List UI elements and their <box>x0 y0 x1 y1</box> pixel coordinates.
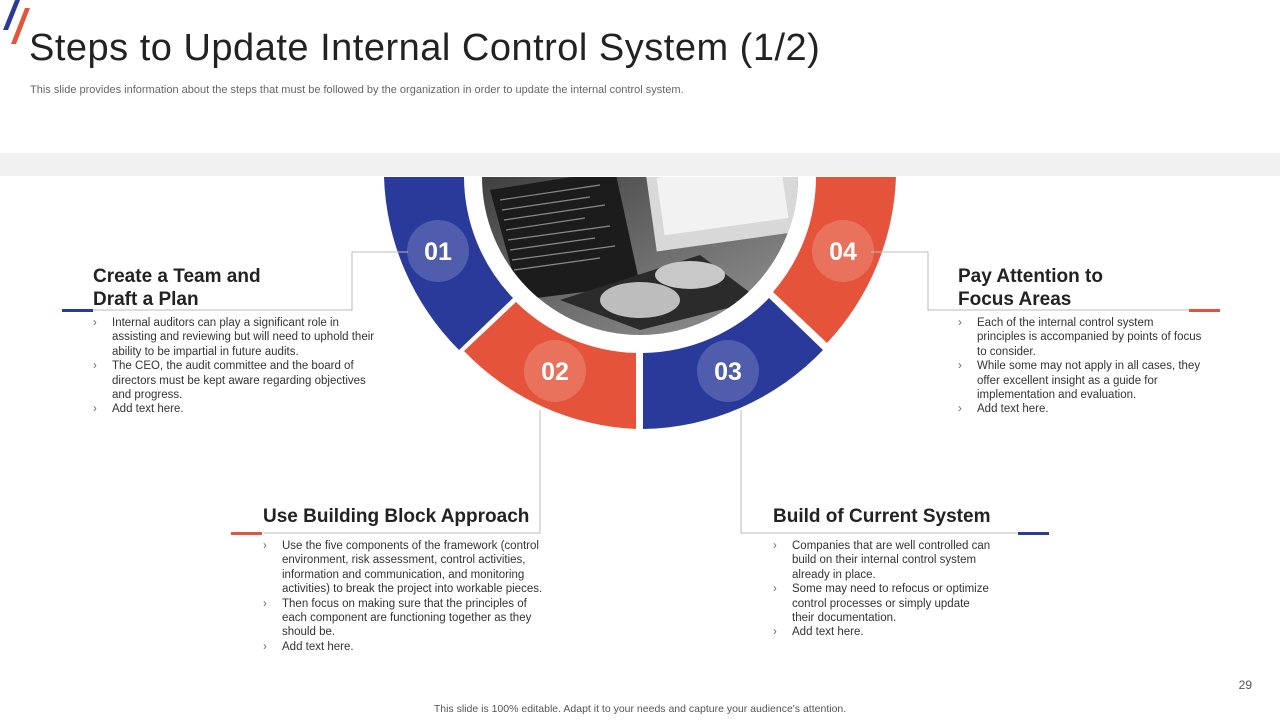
list-item: Add text here. <box>93 402 375 417</box>
page-number: 29 <box>1238 678 1252 692</box>
step-02-heading: Use Building Block Approach <box>263 506 530 527</box>
step-number-03: 03 <box>714 358 742 386</box>
connector-04 <box>871 251 1190 311</box>
segment-02 <box>464 302 636 429</box>
step-04-heading-line2: Focus Areas <box>958 289 1072 310</box>
list-item: While some may not apply in all cases, t… <box>958 359 1203 402</box>
connector-01 <box>93 251 408 311</box>
footer-note: This slide is 100% editable. Adapt it to… <box>433 703 847 715</box>
list-item: Then focus on making sure that the princ… <box>263 597 548 640</box>
list-item: The CEO, the audit committee and the boa… <box>93 359 375 402</box>
step-03-bullets: Companies that are well controlled can b… <box>773 539 995 640</box>
list-item: Internal auditors can play a significant… <box>93 316 375 359</box>
list-item: Use the five components of the framework… <box>263 539 548 597</box>
list-item: Add text here. <box>263 640 548 655</box>
step-01-heading-line2: Draft a Plan <box>93 289 199 310</box>
segment-01 <box>384 177 513 350</box>
step-number-01: 01 <box>424 238 452 266</box>
step-03-heading: Build of Current System <box>773 506 991 527</box>
step-01-heading-line1: Create a Team and <box>93 266 261 287</box>
step-04-bullets: Each of the internal control system prin… <box>958 316 1203 417</box>
list-item: Companies that are well controlled can b… <box>773 539 995 582</box>
list-item: Each of the internal control system prin… <box>958 316 1203 359</box>
brand-logo-icon <box>3 0 30 44</box>
step-04-heading-line1: Pay Attention to <box>958 266 1103 287</box>
step-04-heading: Pay Attention to Focus Areas <box>958 265 1103 311</box>
page-subtitle: This slide provides information about th… <box>30 84 684 96</box>
list-item: Add text here. <box>773 625 995 640</box>
badge-01 <box>407 220 469 282</box>
connector-03 <box>740 410 1018 534</box>
step-number-02: 02 <box>541 358 569 386</box>
badge-03 <box>697 340 759 402</box>
accent-bar-04 <box>1189 309 1220 312</box>
segment-04 <box>773 177 896 343</box>
accent-bar-03 <box>1018 532 1049 535</box>
list-item: Some may need to refocus or optimize con… <box>773 582 995 625</box>
list-item: Add text here. <box>958 402 1203 417</box>
step-number-04: 04 <box>829 238 857 266</box>
step-02-bullets: Use the five components of the framework… <box>263 539 548 655</box>
step-01-heading: Create a Team and Draft a Plan <box>93 265 261 311</box>
segment-03 <box>643 298 823 429</box>
page-title: Steps to Update Internal Control System … <box>29 27 821 69</box>
accent-bar-02 <box>231 532 262 535</box>
accent-bar-01 <box>62 309 93 312</box>
badge-04 <box>812 220 874 282</box>
header-band <box>0 153 1280 176</box>
connector-02 <box>263 410 541 534</box>
badge-02 <box>524 340 586 402</box>
step-01-bullets: Internal auditors can play a significant… <box>93 316 375 417</box>
